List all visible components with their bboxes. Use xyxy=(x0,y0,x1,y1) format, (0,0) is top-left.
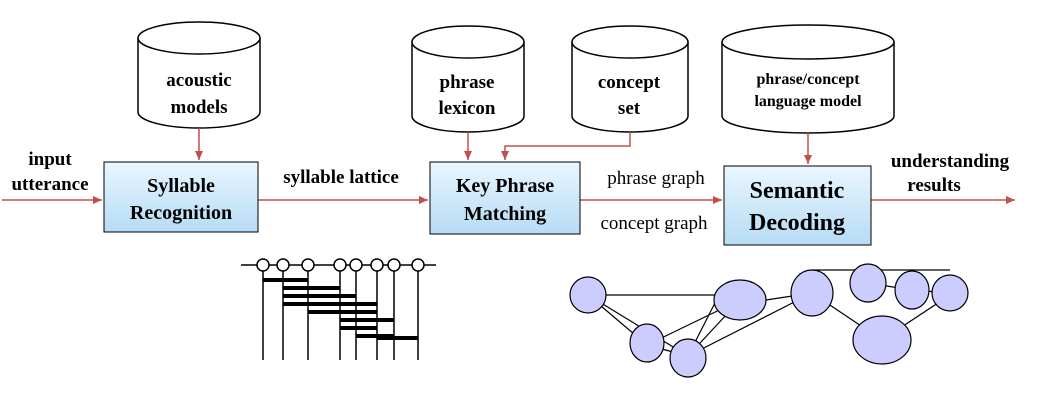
lm-line1: phrase/concept xyxy=(756,71,860,88)
concept-arrow xyxy=(501,132,631,160)
lexicon-line2: lexicon xyxy=(439,98,496,119)
semantic-line2: Decoding xyxy=(749,210,845,236)
concept-line1: concept xyxy=(598,72,661,93)
output-label-line1: understanding xyxy=(891,151,1010,172)
semantic-decoding-box: Semantic Decoding xyxy=(723,165,872,246)
lm-line2: language model xyxy=(754,93,862,110)
phrase-graph-label: phrase graph xyxy=(607,168,705,189)
lexicon-line1: phrase xyxy=(440,72,495,93)
keyphrase-line1: Key Phrase xyxy=(456,175,554,197)
input-label-line2: utterance xyxy=(11,174,88,195)
output-label-line2: results xyxy=(907,175,960,196)
concept-set-db: concept set xyxy=(571,25,689,133)
concept-line2: set xyxy=(618,98,641,119)
syllable-lattice-illustration xyxy=(241,258,436,360)
concept-graph-label: concept graph xyxy=(600,213,708,234)
semantic-line1: Semantic xyxy=(750,178,845,204)
syllable-recognition-box: Syllable Recognition xyxy=(103,161,259,233)
phrase-lexicon-db: phrase lexicon xyxy=(411,25,525,133)
syllable-lattice-label: syllable lattice xyxy=(283,167,399,188)
acoustic-models-db: acoustic models xyxy=(137,21,261,129)
keyphrase-line2: Matching xyxy=(464,203,546,225)
language-model-db: phrase/concept language model xyxy=(721,24,895,134)
input-label-line1: input xyxy=(28,149,72,170)
acoustic-line1: acoustic xyxy=(166,70,231,91)
concept-graph-illustration xyxy=(569,263,969,378)
key-phrase-matching-box: Key Phrase Matching xyxy=(429,161,581,235)
syllable-line2: Recognition xyxy=(130,202,232,224)
acoustic-line2: models xyxy=(171,97,228,118)
syllable-line1: Syllable xyxy=(147,175,215,197)
